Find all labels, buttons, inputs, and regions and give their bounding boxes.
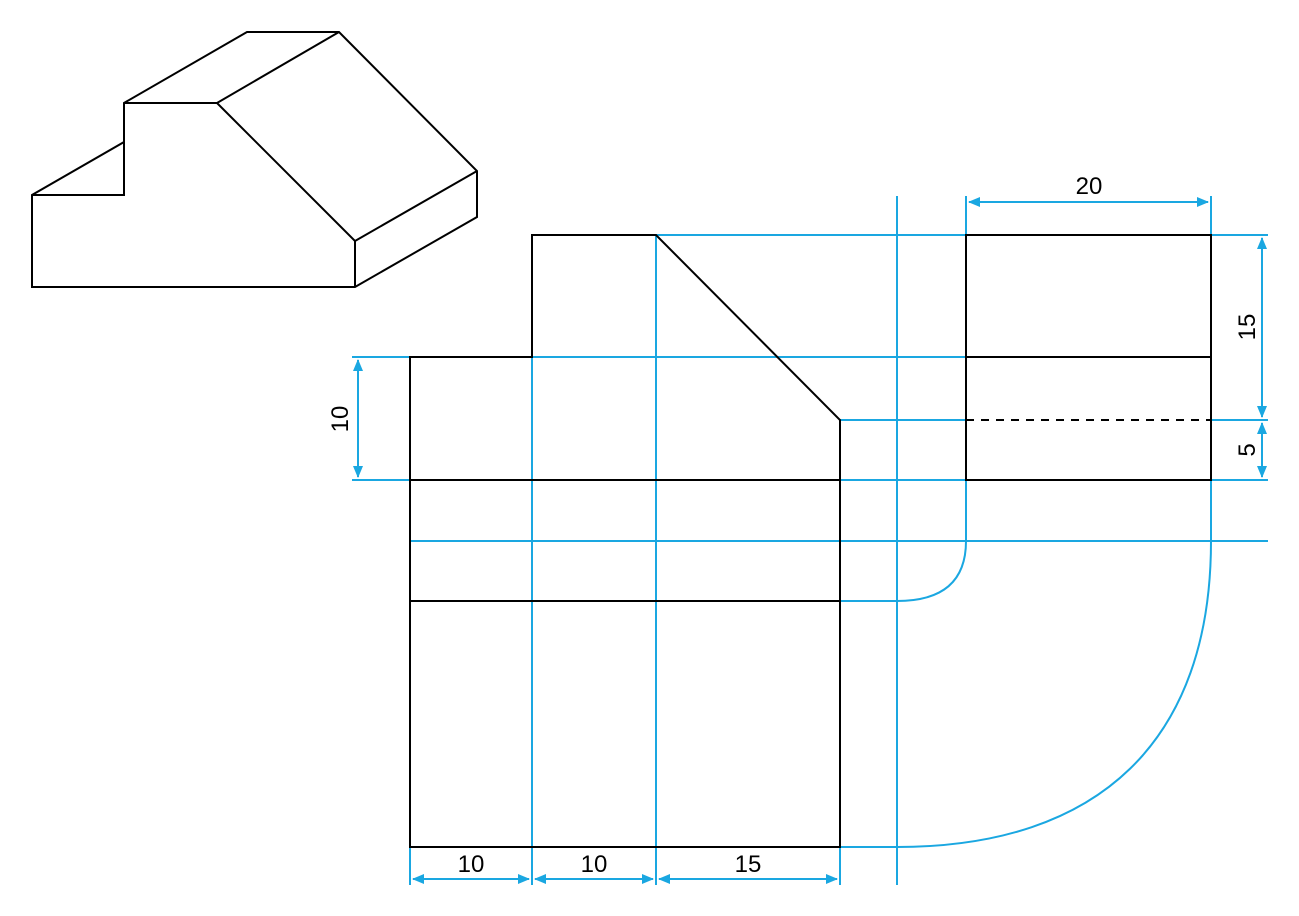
top-view <box>409 479 841 848</box>
large-transfer-arc <box>840 480 1212 848</box>
dim-side-height-upper: 15 <box>1234 314 1261 341</box>
small-transfer-arc <box>840 480 967 602</box>
dim-side-depth: 20 <box>1076 173 1103 200</box>
iso-top-edge <box>124 31 340 104</box>
dim-side-height-lower: 5 <box>1234 443 1261 456</box>
dim-front-width-1: 10 <box>458 851 485 878</box>
side-view <box>965 234 1212 481</box>
iso-step-edges <box>32 142 125 196</box>
dim-front-height-lower: 10 <box>327 406 354 433</box>
iso-outline <box>31 31 478 288</box>
dim-front-width-2: 10 <box>581 851 608 878</box>
projection-lines <box>352 196 1268 885</box>
dimensions: 10 10 15 10 20 15 5 <box>327 173 1267 884</box>
dim-front-width-3: 15 <box>735 851 762 878</box>
isometric-view <box>31 31 478 288</box>
iso-slope-edge <box>216 102 478 243</box>
top-view-outline <box>409 479 841 848</box>
